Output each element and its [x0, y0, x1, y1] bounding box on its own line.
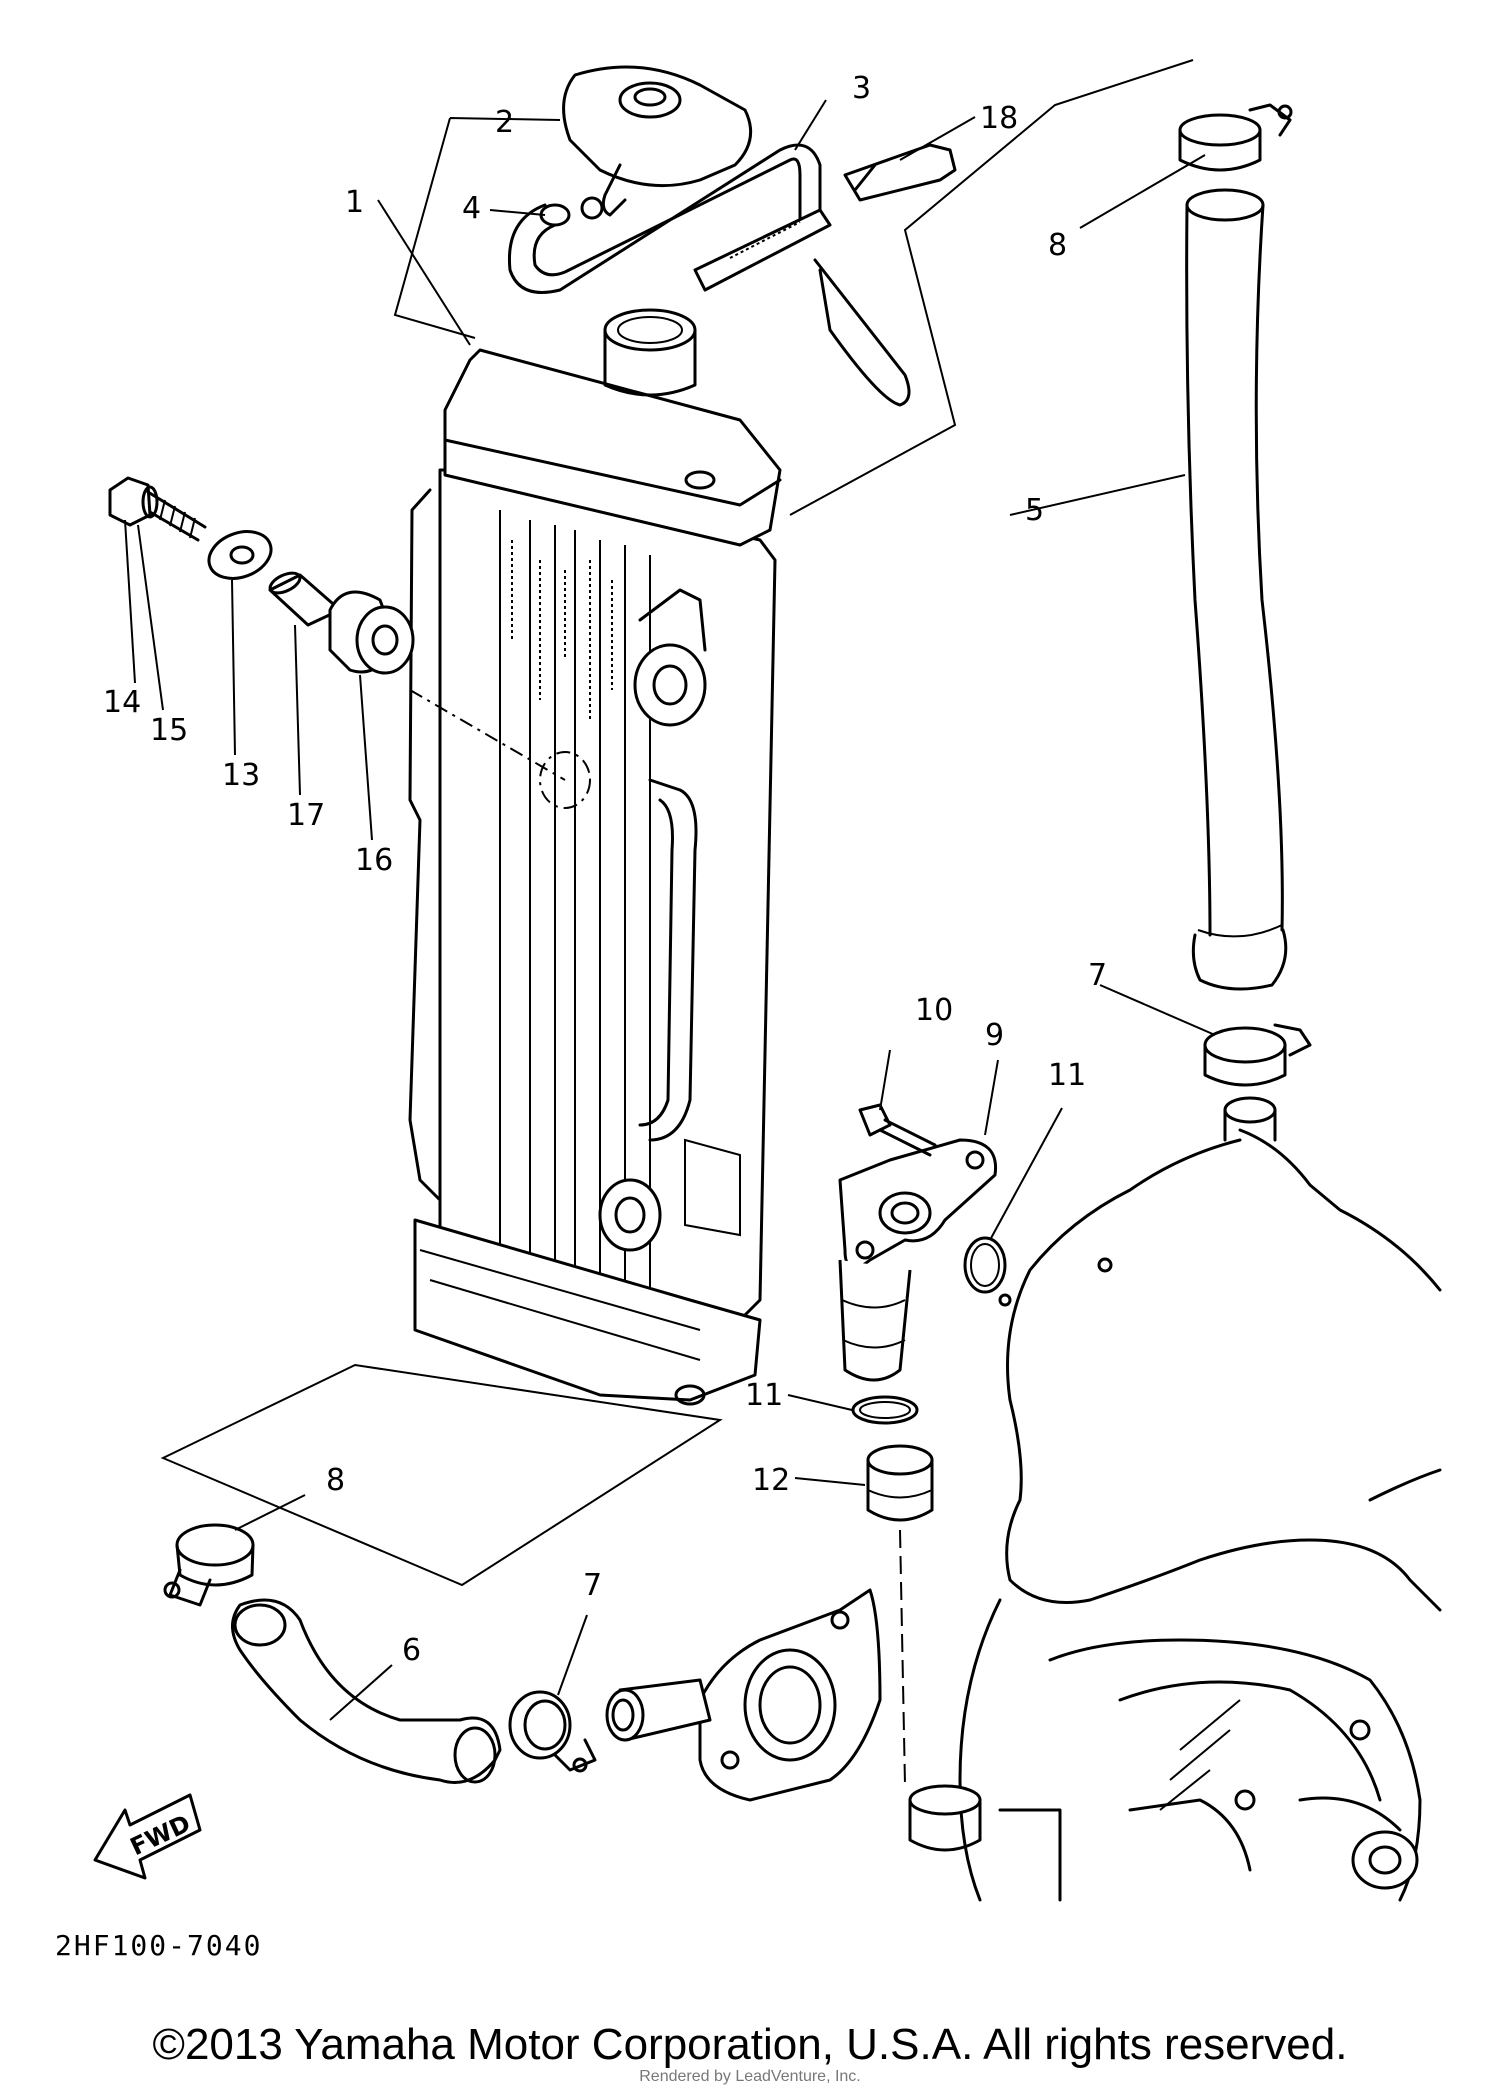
mounting-bolt: [108, 476, 207, 542]
callout-7-lower: 7: [583, 1568, 602, 1603]
hose-clamp-upper: [1178, 103, 1293, 172]
washer: [207, 530, 273, 580]
callout-2: 2: [495, 105, 514, 140]
radiator: [408, 308, 782, 1406]
callout-3: 3: [852, 71, 871, 106]
callout-15: 15: [150, 713, 188, 748]
callout-6: 6: [402, 1633, 421, 1668]
copyright-notice: ©2013 Yamaha Motor Corporation, U.S.A. A…: [152, 2020, 1348, 2069]
grommet: [328, 590, 415, 675]
leader-lines: [124, 59, 1216, 1786]
callout-10: 10: [915, 993, 953, 1028]
radiator-cap: [562, 65, 753, 217]
callout-8-upper: 8: [1048, 228, 1067, 263]
callout-11-lower: 11: [745, 1378, 783, 1413]
callout-12: 12: [752, 1463, 790, 1498]
upper-radiator-hose: [1185, 188, 1288, 991]
cable-band: [693, 143, 957, 292]
callout-18: 18: [980, 101, 1018, 136]
o-ring-upper: [963, 1236, 1007, 1294]
hose-clip: [539, 196, 604, 227]
water-joint: [838, 1138, 998, 1382]
callout-11-upper: 11: [1048, 1058, 1086, 1093]
callout-1: 1: [345, 185, 364, 220]
render-credit: Rendered by LeadVenture, Inc.: [639, 2068, 861, 2085]
fwd-arrow: FWD: [93, 1793, 202, 1880]
bolt-small: [858, 1103, 937, 1157]
o-ring-lower: [851, 1395, 919, 1425]
callout-7-upper: 7: [1088, 958, 1107, 993]
callout-9: 9: [985, 1018, 1004, 1053]
callout-17: 17: [287, 798, 325, 833]
callout-5: 5: [1025, 493, 1044, 528]
callout-14: 14: [103, 685, 141, 720]
hose-clamp-right: [1203, 1023, 1312, 1087]
water-pump-housing: [605, 1588, 882, 1802]
hose-clamp-lower: [163, 1523, 255, 1607]
engine-crankcase: [908, 1096, 1442, 1902]
overflow-hose: [507, 143, 911, 407]
callout-16: 16: [355, 843, 393, 878]
callout-numbers: 1 2 3 4 5 6 7 7 8 8 9 10 11 11 12 13 14 …: [103, 71, 1107, 1668]
hose-clamp-lower-pump: [508, 1690, 597, 1773]
callout-8-lower: 8: [326, 1463, 345, 1498]
callout-13: 13: [222, 758, 260, 793]
lower-radiator-hose: [231, 1598, 502, 1784]
callout-4: 4: [462, 191, 481, 226]
pipe: [866, 1444, 934, 1522]
drawing-code: 2HF100-7040: [55, 1929, 262, 1962]
